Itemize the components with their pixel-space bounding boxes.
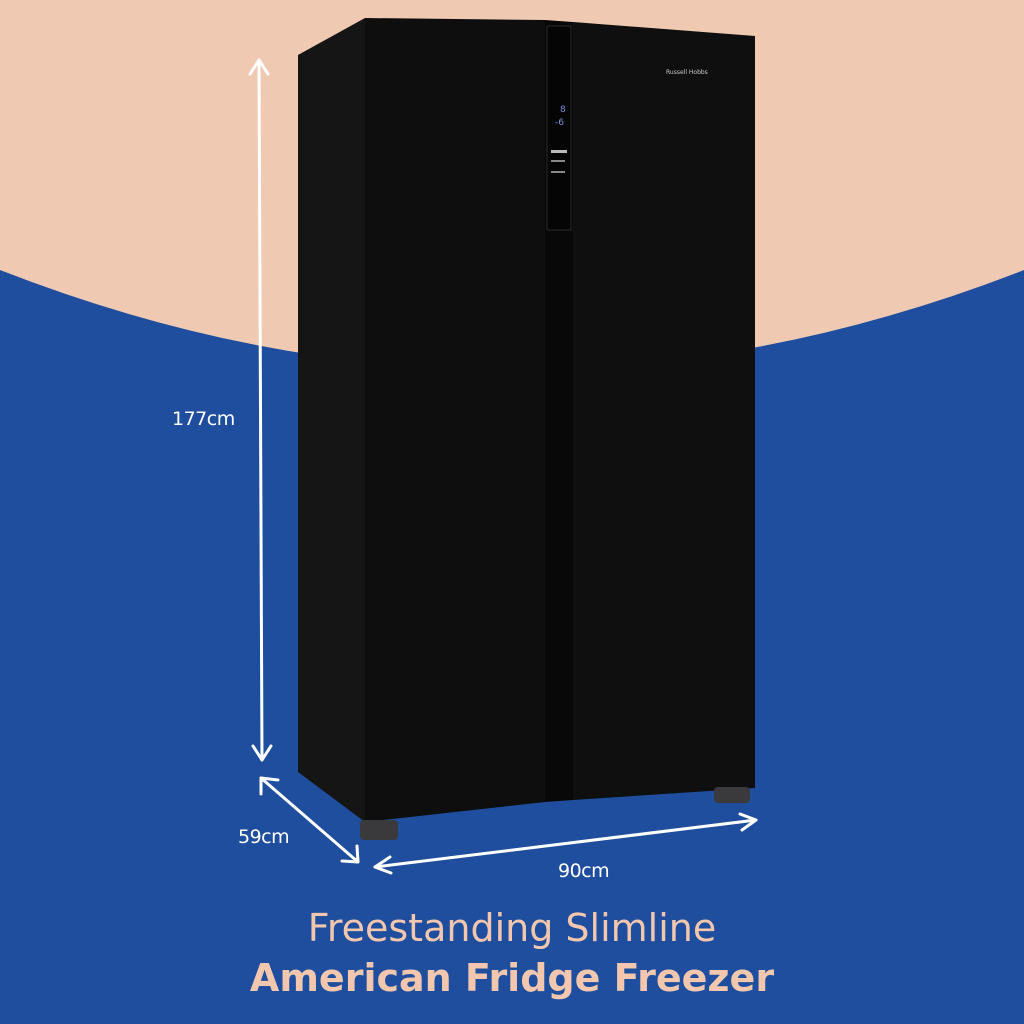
title-line-1: Freestanding Slimline <box>307 906 717 950</box>
width-label: 90cm <box>558 860 610 882</box>
fridge-side-panel <box>298 18 365 822</box>
display-button <box>551 171 565 173</box>
front-left-foot <box>360 820 398 840</box>
control-display <box>546 25 572 231</box>
depth-arrow <box>259 776 360 864</box>
display-button <box>551 160 565 162</box>
height-label: 177cm <box>172 408 235 430</box>
title-line-2: American Fridge Freezer <box>249 956 775 1000</box>
depth-label: 59cm <box>238 826 290 848</box>
fridge-freezer-door <box>365 18 545 822</box>
front-right-foot <box>714 787 750 803</box>
brand-logo: Russell Hobbs <box>666 69 708 76</box>
display-temp-2: -6 <box>555 118 564 128</box>
display-temp-1: 8 <box>560 105 566 115</box>
display-button <box>551 150 567 153</box>
fridge-door <box>573 22 755 800</box>
width-arrow <box>373 812 758 875</box>
height-arrow <box>248 58 273 762</box>
